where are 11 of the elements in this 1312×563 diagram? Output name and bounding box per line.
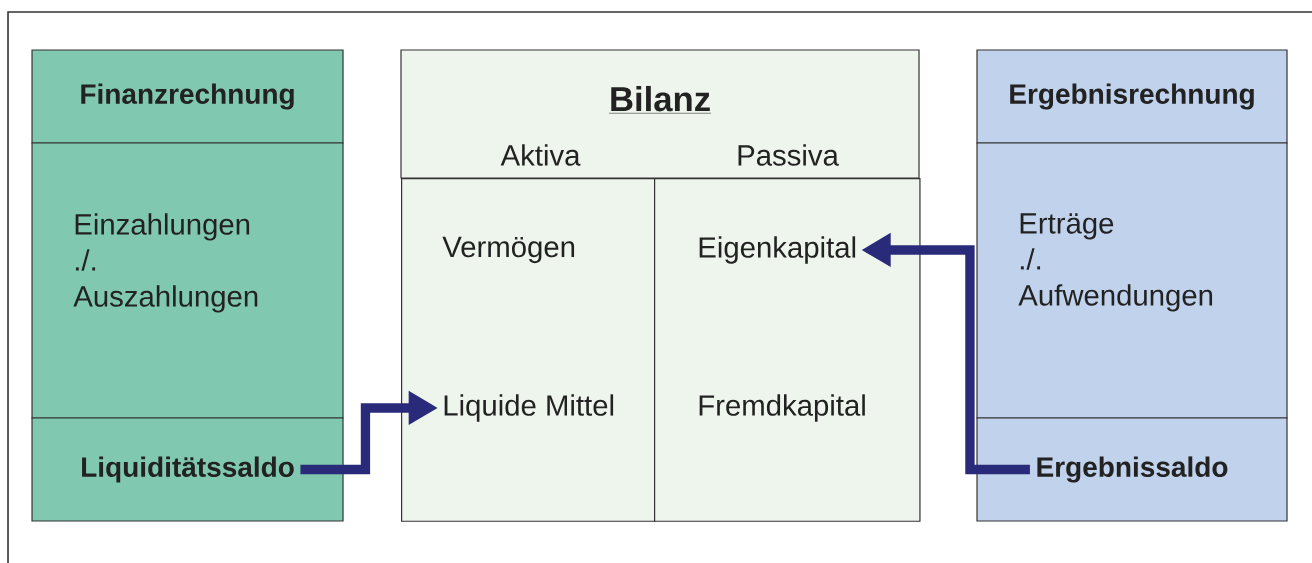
column-box <box>401 178 656 522</box>
item-label: Fremdkapital <box>699 394 865 422</box>
item-label: Liquide Mittel <box>444 394 614 422</box>
header-cell: Finanzrechnung <box>31 49 344 144</box>
item-label: Eigenkapital <box>699 236 856 264</box>
header-cell: Liquiditätssaldo <box>31 417 344 522</box>
header-cell: Bilanz Aktiva Passiva <box>400 49 920 179</box>
column-box <box>654 178 921 522</box>
item-label: Vermögen <box>442 236 575 264</box>
header-cell: Ergebnisrechnung <box>976 49 1288 144</box>
header-cell: Ergebnissaldo <box>976 417 1288 522</box>
